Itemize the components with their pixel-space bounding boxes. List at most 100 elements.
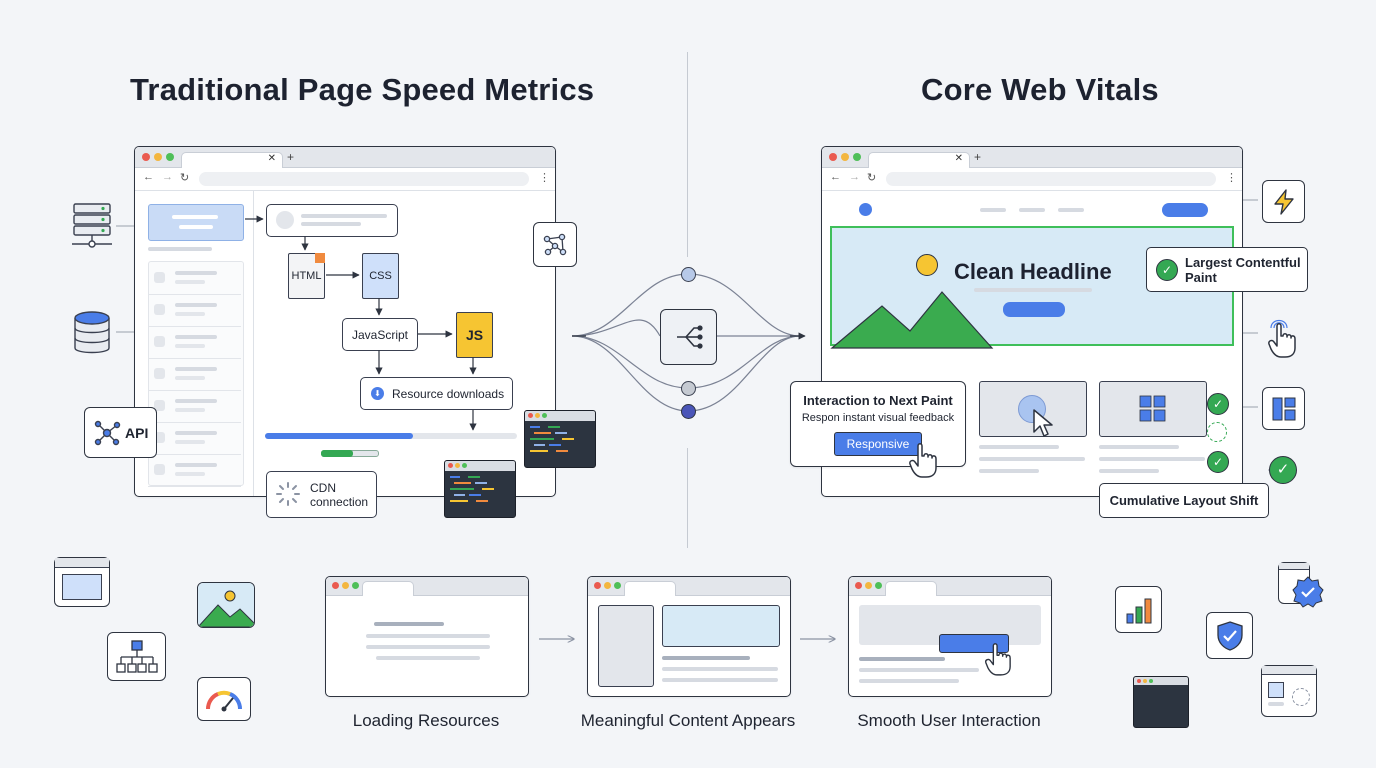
maximize-dot[interactable] (853, 153, 861, 161)
code-line (469, 494, 481, 496)
hero-cta-button[interactable] (1003, 302, 1065, 317)
browser-tab[interactable]: ✕ (868, 152, 970, 168)
close-dot[interactable] (142, 153, 150, 161)
api-icon: API (84, 407, 157, 458)
api-label: API (125, 424, 149, 441)
resource-downloads-label: Resource downloads (392, 386, 505, 401)
css-document: CSS (362, 253, 399, 299)
nav-cta-button[interactable] (1162, 203, 1208, 217)
shield-icon (1206, 612, 1253, 659)
address-bar[interactable] (199, 172, 529, 186)
dashboard-window-icon (1261, 665, 1317, 717)
stage-content-window (587, 576, 791, 697)
sidebar-list-item[interactable] (148, 359, 241, 391)
close-tab-icon[interactable]: ✕ (267, 153, 276, 164)
lightning-icon (1262, 180, 1305, 223)
back-icon[interactable]: ← (143, 171, 154, 183)
spinner-green-icon (1207, 422, 1227, 442)
code-line (530, 450, 548, 452)
inp-card: Interaction to Next Paint Respon instant… (790, 381, 966, 467)
hand-cursor-icon (909, 443, 937, 478)
sidebar-list-item[interactable] (148, 455, 241, 487)
menu-icon[interactable]: ⋮ (539, 172, 550, 184)
cursor-icon (1033, 409, 1053, 437)
node-top (681, 267, 696, 282)
cls-label-box: Cumulative Layout Shift (1099, 483, 1269, 518)
address-bar[interactable] (886, 172, 1216, 186)
forward-icon[interactable]: → (162, 171, 173, 183)
check-icon: ✓ (1156, 258, 1178, 281)
sun-icon (916, 254, 938, 276)
code-line (562, 438, 574, 440)
check-icon: ✓ (1207, 393, 1229, 415)
touch-icon (1268, 319, 1296, 358)
responsive-button[interactable]: Responsive (834, 432, 922, 456)
cdn-connection-box: CDN connection (266, 471, 377, 518)
code-line (482, 488, 494, 490)
reload-icon[interactable]: ↻ (867, 172, 877, 184)
sidebar-list-item[interactable] (148, 423, 241, 455)
hero-headline: Clean Headline (954, 259, 1112, 284)
minimize-dot[interactable] (841, 153, 849, 161)
reload-icon[interactable]: ↻ (180, 172, 190, 184)
title-bar: ✕ + (135, 147, 555, 168)
back-icon[interactable]: ← (830, 171, 841, 183)
css-label: CSS (369, 270, 392, 282)
forward-icon[interactable]: → (849, 171, 860, 183)
minimize-dot[interactable] (154, 153, 162, 161)
sidebar-list-item[interactable] (148, 295, 241, 327)
close-tab-icon[interactable]: ✕ (954, 153, 963, 164)
cdn-label: CDN (310, 480, 336, 495)
left-title: Traditional Page Speed Metrics (130, 72, 595, 107)
content-card-1 (979, 381, 1087, 437)
layout-icon (1262, 387, 1305, 430)
merge-hub-icon (660, 309, 717, 365)
stage-hand-cursor-icon (985, 643, 1011, 676)
code-line (475, 482, 487, 484)
stage-loading-window (325, 576, 529, 697)
maximize-dot[interactable] (166, 153, 174, 161)
close-dot[interactable] (829, 153, 837, 161)
stage-button[interactable] (939, 634, 1009, 653)
stage-interaction-window (848, 576, 1052, 697)
javascript-label: JavaScript (351, 327, 409, 342)
download-icon: ⬇ (371, 387, 384, 400)
hierarchy-icon (107, 632, 166, 681)
lcp-label-box: ✓ Largest Contentful Paint (1146, 247, 1308, 292)
html-label: HTML (291, 270, 322, 282)
code-line (548, 426, 560, 428)
verified-badge-icon (1292, 576, 1324, 608)
address-row: ← → ↻ ⋮ (822, 168, 1242, 191)
right-title: Core Web Vitals (921, 72, 1159, 107)
code-line (534, 444, 545, 446)
code-line (450, 488, 474, 490)
code-line (556, 450, 568, 452)
node-bottom (681, 404, 696, 419)
code-line (450, 500, 468, 502)
new-tab-icon[interactable]: + (287, 150, 295, 164)
sidebar-list-item[interactable] (148, 391, 241, 423)
sidebar-list-item[interactable] (148, 327, 241, 359)
check-icon: ✓ (1269, 456, 1297, 484)
code-line (454, 494, 465, 496)
code-line (530, 438, 554, 440)
browser-tab[interactable]: ✕ (181, 152, 283, 168)
server-icon (72, 203, 112, 248)
page-request-box (266, 204, 398, 237)
progress-fill (265, 433, 413, 439)
image-icon (197, 582, 255, 628)
code-line (534, 432, 551, 434)
small-progress-fill (321, 450, 353, 457)
hero-section: Clean Headline (830, 226, 1234, 349)
sidebar-list-item[interactable] (148, 263, 241, 295)
lcp-label: Largest Contentful Paint (1185, 254, 1301, 285)
site-logo (859, 203, 872, 216)
code-line (530, 426, 540, 428)
menu-icon[interactable]: ⋮ (1226, 172, 1237, 184)
code-line (549, 444, 561, 446)
code-line (476, 500, 488, 502)
new-tab-icon[interactable]: + (974, 150, 982, 164)
js-label: JS (465, 327, 484, 343)
code-line (468, 476, 480, 478)
javascript-box: JavaScript (342, 318, 418, 351)
